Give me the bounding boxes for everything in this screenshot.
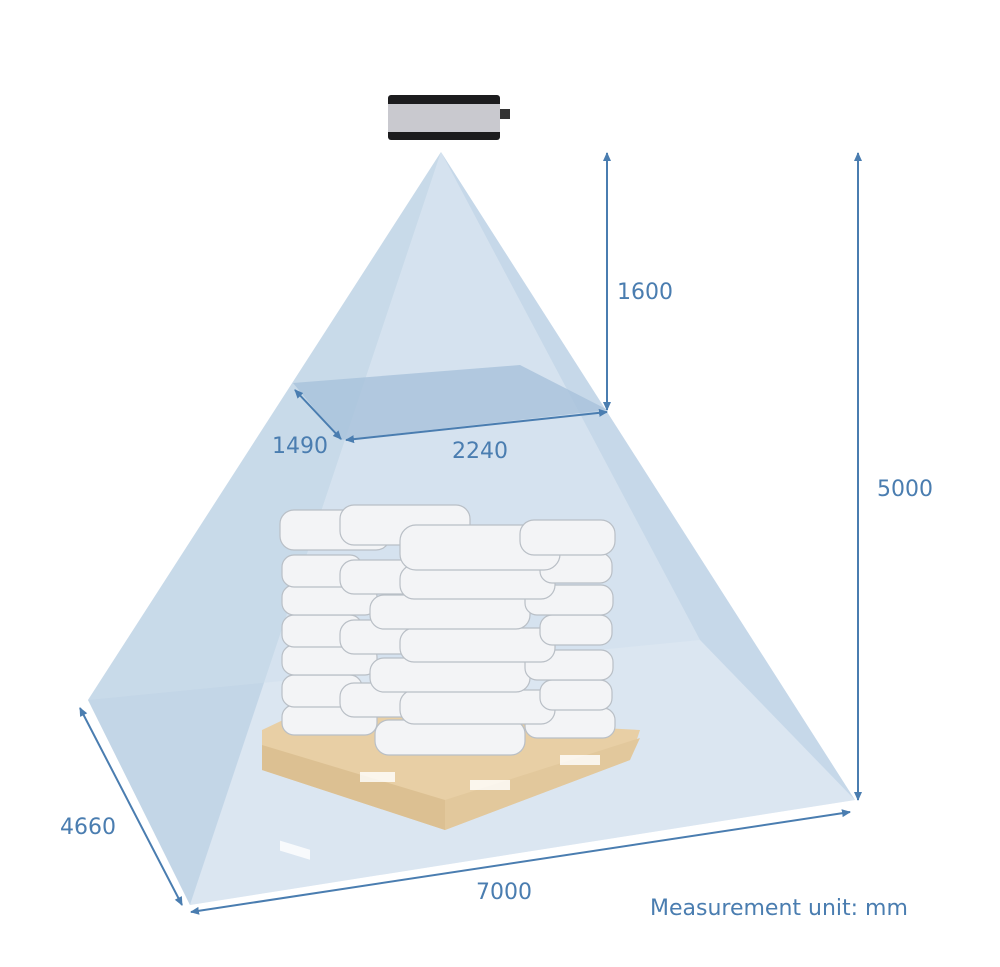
far-depth-label: 4660 <box>60 815 116 840</box>
fov-face-right <box>441 152 855 800</box>
arrow-far-depth <box>79 707 183 906</box>
camera-icon <box>388 95 510 140</box>
arrow-near-width <box>345 408 608 444</box>
total-height-label: 5000 <box>877 477 933 502</box>
near-width-label: 2240 <box>452 439 508 464</box>
measurement-unit-note: Measurement unit: mm <box>650 896 908 921</box>
arrow-far-width <box>190 809 851 915</box>
near-height-label: 1600 <box>617 280 673 305</box>
far-width-label: 7000 <box>476 880 532 905</box>
pallet-with-bags <box>262 504 640 860</box>
near-depth-label: 1490 <box>272 434 328 459</box>
arrow-near-depth <box>294 389 342 440</box>
